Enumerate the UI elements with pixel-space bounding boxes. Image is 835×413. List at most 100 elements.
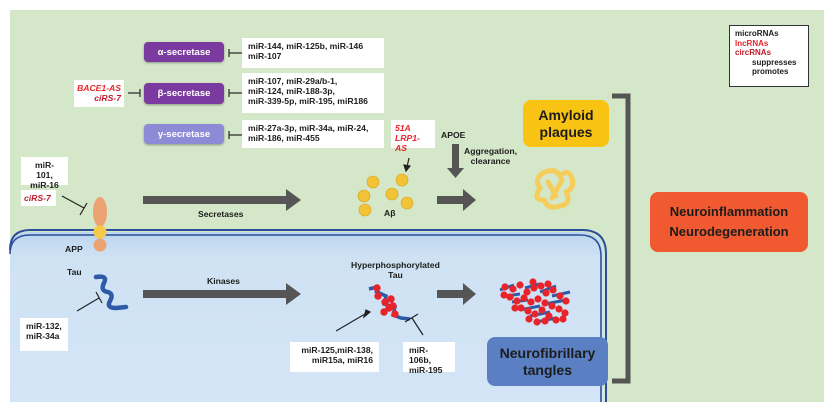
amyloid-plaque-aggregate <box>534 168 576 210</box>
tau-mirna-box: miR-132, miR-34a <box>20 318 68 351</box>
beta-secretase: β-secretase <box>144 83 224 104</box>
mirna-line: miR-124, miR-188-3p, <box>248 86 335 96</box>
beta-lncrna-box: BACE1-AS ciRS-7 <box>74 80 124 107</box>
legend: microRNAs lncRNAs circRNAs suppresses pr… <box>729 25 809 87</box>
kinases-label: Kinases <box>207 276 240 286</box>
tangles-box: Neurofibrillary tangles <box>487 337 608 386</box>
circrna-cirs7-app: ciRS-7 <box>24 193 51 203</box>
phosphate-group <box>527 298 535 306</box>
neuron-cell <box>10 232 604 402</box>
phosphate-group <box>501 283 509 291</box>
phosphate-group <box>520 294 528 302</box>
phosphate-group <box>545 312 553 320</box>
app-protein-middle <box>93 225 107 239</box>
phosphate-group <box>524 307 532 315</box>
phosphate-group <box>516 281 524 289</box>
legend-suppresses: suppresses <box>752 57 797 67</box>
circrna-cirs7: ciRS-7 <box>94 93 121 103</box>
app-inhibit-marker <box>61 195 88 216</box>
hyper-tau-promoter-box: miR-125,miR-138, miR15a, miR16 <box>290 342 379 372</box>
tangles-line: Neurofibrillary <box>499 344 596 361</box>
phosphate-group <box>529 278 537 286</box>
outcome-bracket <box>612 93 631 384</box>
abeta-to-plaques-arrow <box>437 189 476 211</box>
hyper-tau-promote-arrow <box>335 309 372 332</box>
phosphate-group <box>555 305 563 313</box>
hyperphosphorylated-tau <box>368 284 411 321</box>
phosphate-group <box>542 289 550 297</box>
apoe-down-arrow <box>447 144 464 178</box>
hyper-tau-suppressor-box: miR-106b, miR-195 <box>403 342 455 375</box>
phosphate-group <box>538 306 546 314</box>
lncrna-promote-arrow <box>403 157 412 173</box>
phosphate-group <box>523 288 531 296</box>
mirna-line: miR-16 <box>30 180 59 190</box>
phosphate-group <box>552 316 560 324</box>
abeta-label: Aβ <box>384 208 396 218</box>
aggregation-line: clearance <box>470 156 511 166</box>
mirna-line: miR-107 <box>248 51 282 61</box>
legend-lncrna: lncRNAs <box>735 38 769 48</box>
amyloid-plaques-box: Amyloid plaques <box>523 100 609 147</box>
mirna-line: miR-144, miR-125b, miR-146 <box>248 41 364 51</box>
phosphate-group <box>562 297 570 305</box>
mirna-line: miR-107, miR-29a/b-1, <box>248 76 338 86</box>
aggregation-label: Aggregation, clearance <box>464 146 517 166</box>
tangles-line: tangles <box>522 361 572 378</box>
phosphate-group <box>541 299 549 307</box>
mirna-line: miR15a, miR16 <box>311 355 373 365</box>
app-circrna-box: ciRS-7 <box>21 190 56 206</box>
phosphate-group <box>533 318 541 326</box>
tau-label: Tau <box>67 267 82 277</box>
beta-inhibit-marker <box>228 89 243 97</box>
mirna-line: miR-27a-3p, miR-34a, miR-24, <box>248 123 369 133</box>
app-protein-bottom <box>93 238 107 252</box>
phosphate-group <box>537 282 545 290</box>
lncrna-lrp1-as: LRP1-AS <box>395 133 420 153</box>
legend-promotes: promotes <box>752 67 789 76</box>
phosphate-group <box>509 285 517 293</box>
gamma-secretase: γ-secretase <box>144 124 224 144</box>
hyper-tau-line: Tau <box>388 270 403 280</box>
alpha-secretase-label: α-secretase <box>157 46 211 58</box>
mirna-line: miR-101, <box>34 160 55 180</box>
phosphate-group <box>511 304 519 312</box>
phosphate-group <box>561 309 569 317</box>
hyper-tau-inhibit-marker <box>404 313 424 336</box>
tau-inhibit-marker <box>76 291 103 312</box>
lncrna-51a: 51A <box>395 123 411 133</box>
phosphate-group <box>525 315 533 323</box>
secretases-arrow <box>143 189 301 211</box>
mirna-line: miR-106b, <box>409 345 431 365</box>
alpha-secretase: α-secretase <box>144 42 224 62</box>
phosphate-group <box>549 286 557 294</box>
cell-membrane-outer <box>9 229 607 402</box>
gamma-secretase-label: γ-secretase <box>157 128 211 140</box>
tau-protein <box>93 274 129 311</box>
phosphate-group <box>506 293 514 301</box>
beta-mirna-box: miR-107, miR-29a/b-1, miR-124, miR-188-3… <box>242 73 384 113</box>
alpha-inhibit-marker <box>228 49 243 57</box>
phosphate-group <box>534 295 542 303</box>
tau-to-tangles-arrow <box>437 283 476 305</box>
legend-microrna: microRNAs <box>735 29 779 38</box>
app-protein-top <box>93 197 107 227</box>
secretases-label: Secretases <box>198 209 244 219</box>
amyloid-line: plaques <box>539 123 593 140</box>
lncrna-bace1-as: BACE1-AS <box>77 83 121 93</box>
cell-membrane-inner <box>9 234 602 402</box>
outcome-line: Neurodegeneration <box>669 224 789 239</box>
abeta-lncrna-box: 51A LRP1-AS <box>391 120 435 153</box>
mirna-line: miR-195 <box>409 365 443 375</box>
outcome-box: Neuroinflammation Neurodegeneration <box>650 192 808 252</box>
aggregation-line: Aggregation, <box>464 146 517 156</box>
mirna-line: miR-339-5p, miR-195, miR186 <box>248 96 368 106</box>
amyloid-line: Amyloid <box>538 106 594 123</box>
gamma-mirna-box: miR-27a-3p, miR-34a, miR-24, miR-186, mi… <box>242 120 384 148</box>
hyper-tau-label: Hyperphosphorylated Tau <box>351 260 440 280</box>
mirna-line: miR-34a <box>26 331 60 341</box>
abeta-particles <box>357 173 414 217</box>
beta-secretase-label: β-secretase <box>157 88 211 99</box>
app-label: APP <box>65 244 83 254</box>
